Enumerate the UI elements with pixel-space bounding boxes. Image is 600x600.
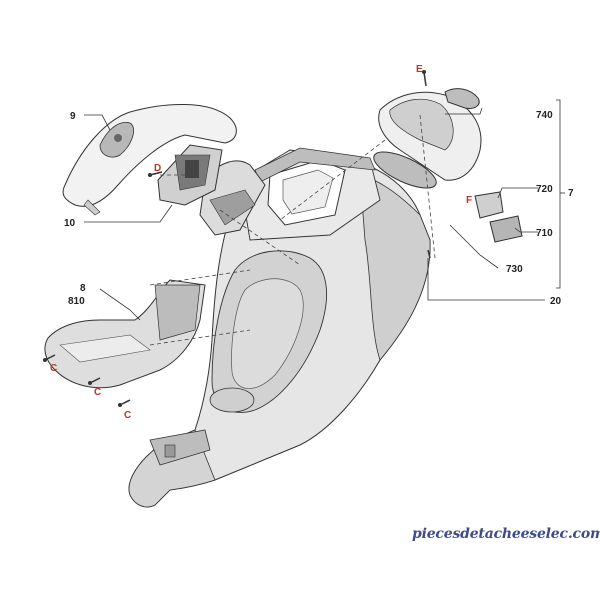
watermark: piecesdetacheeselec.com — [412, 526, 600, 542]
part-720-filter — [474, 191, 504, 219]
part-730-gasket — [373, 151, 437, 189]
main-body-housing — [128, 147, 431, 508]
callout-730: 730 — [506, 264, 523, 275]
fastener-label-d: D — [154, 163, 161, 174]
callout-10: 10 — [64, 218, 76, 229]
assembly-dash-lines — [149, 114, 436, 346]
leader-lines — [84, 99, 565, 321]
callout-740: 740 — [536, 110, 553, 121]
part-740-cap — [378, 88, 482, 181]
callout-8: 8 — [80, 283, 86, 294]
callout-710: 710 — [536, 228, 553, 239]
fastener-label-c-2: C — [94, 387, 101, 398]
callout-7: 7 — [568, 188, 574, 199]
part-8-lower-shell — [44, 279, 206, 389]
callout-20: 20 — [550, 296, 562, 307]
callout-810: 810 — [68, 296, 85, 307]
fastener-label-c-1: C — [50, 363, 57, 374]
callout-720: 720 — [536, 184, 553, 195]
screws — [43, 70, 431, 407]
fastener-label-f: F — [466, 195, 472, 206]
part-710-filter — [489, 215, 523, 243]
fastener-label-c-3: C — [124, 410, 131, 421]
part-9-top-cover — [62, 103, 237, 216]
fastener-label-e: E — [416, 64, 423, 75]
callout-9: 9 — [70, 111, 76, 122]
